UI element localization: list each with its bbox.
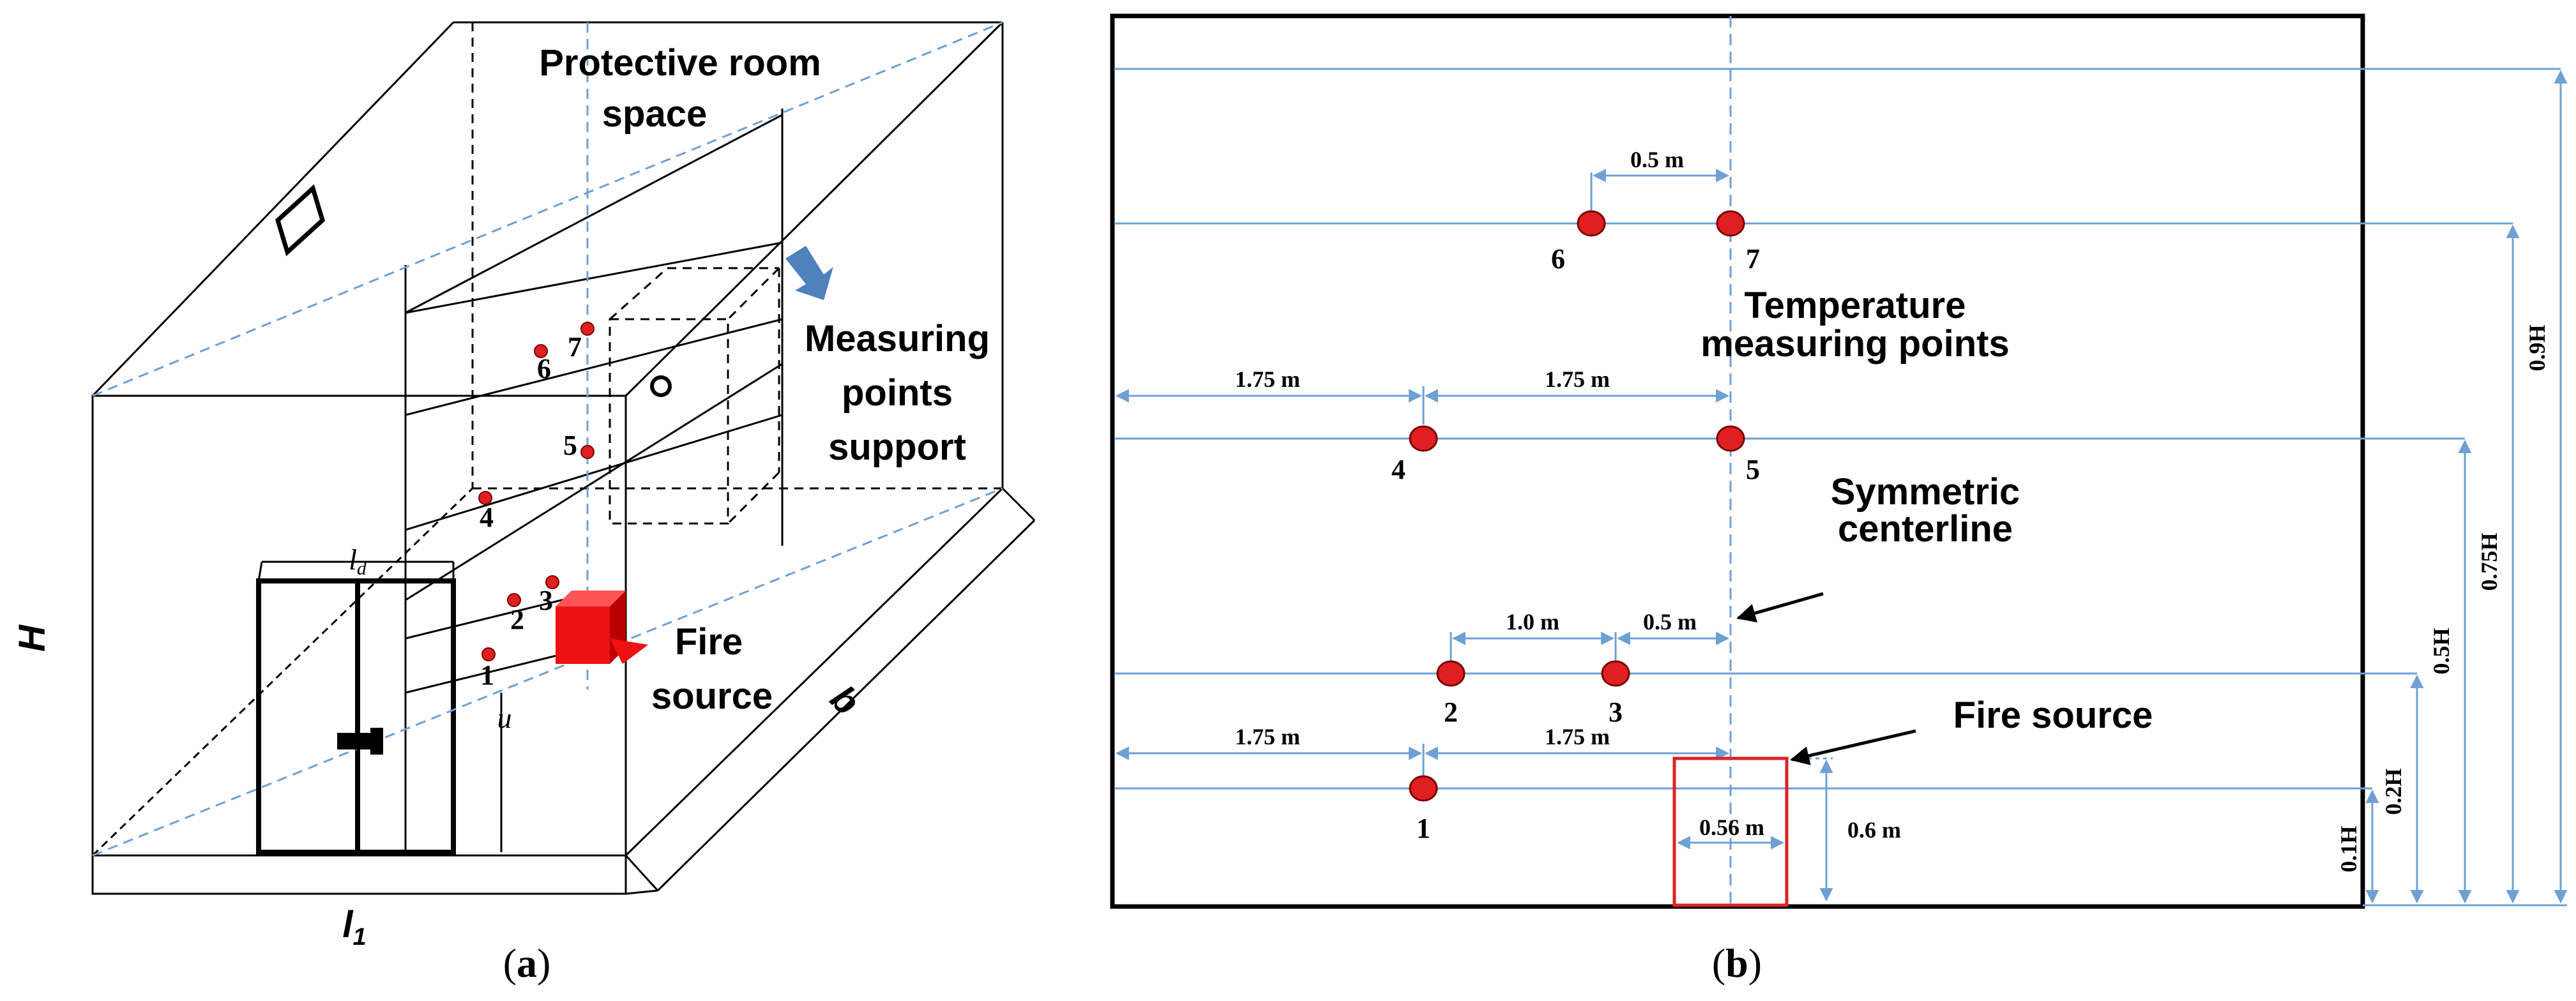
label-measuring-points: measuring points	[1701, 323, 2009, 365]
label-point-b-3: 3	[1609, 696, 1623, 728]
panel-a-points	[478, 322, 595, 661]
panel-a-labels: Protective room space Measuring points s…	[11, 42, 990, 986]
label-b: b	[822, 677, 868, 723]
label-space: space	[602, 93, 707, 135]
dim-0-56m: 0.56 m	[1699, 815, 1764, 840]
point-a-2	[507, 593, 521, 607]
point-b-2	[1436, 660, 1466, 687]
label-H: H	[11, 624, 53, 652]
label-point-b-1: 1	[1416, 813, 1430, 844]
label-temperature: Temperature	[1744, 285, 1966, 326]
point-b-7	[1716, 210, 1745, 237]
point-a-1	[481, 647, 496, 661]
label-point-b-4: 4	[1391, 454, 1405, 485]
horizontal-dimensions	[1115, 169, 1833, 902]
height-dimensions	[2363, 70, 2568, 907]
label-0-9H: 0.9H	[2524, 324, 2550, 371]
dim-0-5m-3: 0.5 m	[1643, 609, 1697, 635]
panel-a	[91, 21, 1036, 895]
dim-1-75m-1-c: 1.75 m	[1545, 724, 1610, 749]
label-point-a-5: 5	[563, 430, 577, 461]
label-point-a-7: 7	[568, 331, 582, 363]
label-0-1H: 0.1H	[2336, 825, 2361, 872]
label-fire: Fire	[675, 621, 743, 663]
label-point-a-3: 3	[539, 585, 553, 616]
label-ld: ld	[349, 543, 367, 579]
point-a-3	[545, 575, 559, 589]
camera-icon	[337, 728, 383, 755]
label-symmetric: Symmetric	[1831, 471, 2020, 513]
label-point-a-4: 4	[480, 502, 494, 533]
panel-b-guides	[1114, 16, 2561, 907]
point-a-5	[580, 445, 595, 459]
caption-a: (a)	[503, 940, 551, 986]
label-point-b-7: 7	[1746, 243, 1760, 275]
height-labels: 0.9H 0.75H 0.5H 0.2H 0.1H	[2336, 324, 2550, 872]
panel-b-points	[1409, 210, 1745, 802]
label-l1: l1	[342, 904, 366, 951]
measuring-support-arrow	[785, 246, 833, 300]
label-0-2H: 0.2H	[2381, 768, 2406, 815]
base-strip	[91, 854, 627, 895]
dim-0-6m: 0.6 m	[1847, 817, 1901, 843]
label-point-b-6: 6	[1551, 243, 1565, 275]
label-point-a-6: 6	[537, 353, 551, 384]
label-centerline: centerline	[1838, 508, 2013, 550]
label-support: support	[828, 426, 966, 468]
label-0-5H: 0.5H	[2428, 628, 2454, 674]
panel-b-frame	[1110, 13, 2365, 909]
label-measuring: Measuring	[805, 318, 990, 359]
label-protective-room: Protective room	[539, 42, 821, 84]
dim-0-5m-top: 0.5 m	[1630, 147, 1684, 172]
point-b-6	[1577, 210, 1606, 237]
point-b-1	[1409, 775, 1438, 802]
fire-source-cube	[556, 591, 648, 664]
label-points: points	[842, 372, 953, 414]
panel-a-guides	[92, 21, 1003, 857]
dim-1-75m-4-5: 1.75 m	[1545, 366, 1610, 392]
dim-1-75m-left-1: 1.75 m	[1235, 724, 1300, 749]
point-a-4	[478, 491, 492, 505]
point-b-3	[1601, 660, 1630, 687]
label-0-75H: 0.75H	[2476, 532, 2502, 591]
label-point-b-5: 5	[1746, 454, 1760, 485]
panel-b-labels: 0.5 m 1.75 m 1.75 m 1.0 m 0.5 m 1.75 m 1…	[1235, 147, 2153, 986]
label-fire-source: source	[651, 675, 773, 717]
point-b-5	[1716, 425, 1745, 452]
annotation-arrows	[1736, 592, 1916, 765]
point-a-7	[580, 322, 595, 336]
label-u: u	[497, 702, 512, 734]
fire-source-box	[1672, 756, 1789, 907]
caption-b: (b)	[1712, 940, 1762, 986]
point-b-4	[1409, 425, 1438, 452]
label-point-a-2: 2	[510, 604, 524, 635]
dim-1-75m-left-4: 1.75 m	[1235, 366, 1300, 392]
label-fire-source-b: Fire source	[1953, 695, 2153, 736]
label-point-b-2: 2	[1444, 696, 1458, 728]
dim-1-0m: 1.0 m	[1506, 609, 1559, 635]
point-a-6	[534, 344, 548, 358]
label-point-a-1: 1	[480, 659, 494, 691]
